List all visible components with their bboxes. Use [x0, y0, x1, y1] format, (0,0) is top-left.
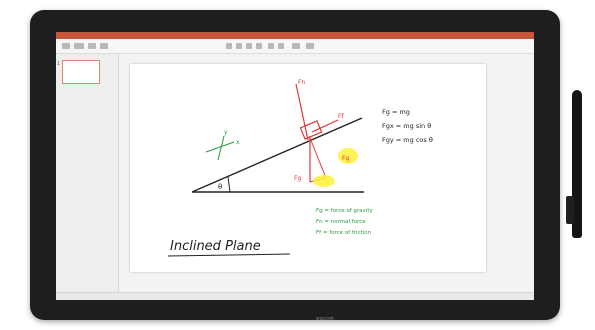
equation: Fgy = mg cos θ [382, 136, 433, 144]
title-underline [167, 253, 291, 257]
highlight-label: Fg [342, 155, 349, 162]
file-tab[interactable] [62, 43, 70, 49]
pen-tool-icon[interactable] [236, 43, 242, 49]
legend-item: Fn = normal force [316, 219, 366, 225]
gravity-label: Fg [294, 175, 301, 182]
ink-drawing: θ Fn Ff Fg Fg [167, 79, 433, 257]
friction-arrow [311, 119, 339, 133]
color-swatch-icon[interactable] [278, 43, 284, 49]
powerpoint-window: 1 θ Fn Ff Fg [56, 32, 534, 300]
angle-label: θ [218, 183, 222, 191]
normal-force-label: Fn [298, 79, 305, 86]
component-line [309, 137, 327, 179]
pen-tool-icon[interactable] [226, 43, 232, 49]
equation: Fg = mg [382, 108, 410, 116]
highlight [313, 175, 335, 187]
equation: Fgx = mg sin θ [382, 122, 431, 130]
legend-item: Ff = force of friction [316, 230, 372, 236]
incline-line [191, 117, 363, 193]
stylus-clip [566, 196, 574, 224]
title-bar [56, 32, 534, 39]
block [299, 120, 323, 140]
eraser-icon[interactable] [256, 43, 262, 49]
angle-arc [227, 176, 231, 193]
x-axis-sketch [205, 141, 235, 153]
slide-number: 1 [57, 61, 60, 67]
normal-force-arrow [295, 83, 309, 141]
lasso-select-icon[interactable] [292, 43, 300, 49]
slide-thumbnail[interactable] [62, 60, 100, 84]
y-axis-sketch [217, 135, 225, 161]
legend-item: Fg = force of gravity [316, 208, 373, 214]
status-bar [56, 292, 534, 300]
axis-x-label: x [236, 139, 240, 146]
slide-thumbnail-pane: 1 [56, 54, 119, 292]
draw-tab[interactable] [100, 43, 108, 49]
axis-y-label: y [224, 129, 228, 136]
slide-canvas[interactable]: θ Fn Ff Fg Fg [130, 64, 486, 272]
highlighter-icon[interactable] [246, 43, 252, 49]
insert-tab[interactable] [88, 43, 96, 49]
stylus-pen [572, 90, 582, 238]
ribbon-toolbar [56, 39, 534, 54]
brand-logo: wacom [315, 316, 335, 322]
slide-title: Inclined Plane [170, 239, 261, 254]
friction-label: Ff [338, 113, 344, 120]
ruler-icon[interactable] [306, 43, 314, 49]
home-tab[interactable] [74, 43, 84, 49]
color-swatch-icon[interactable] [268, 43, 274, 49]
highlight [338, 148, 358, 164]
